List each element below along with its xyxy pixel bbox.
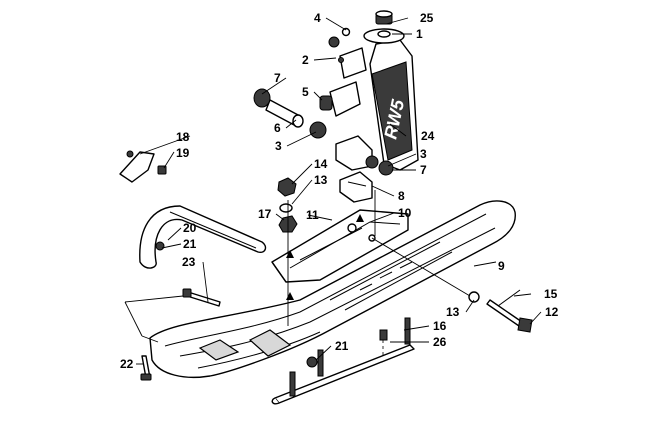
callout-18: 18: [176, 130, 190, 144]
leader-lines: [124, 17, 542, 365]
callout-17: 17: [258, 207, 272, 221]
callout-19: 19: [176, 146, 190, 160]
callout-14: 14: [314, 157, 328, 171]
callout-2: 2: [302, 53, 309, 67]
callout-4: 4: [314, 11, 321, 25]
callout-9: 9: [498, 259, 505, 273]
wear-bar-part: [271, 344, 415, 405]
callout-7-left: 7: [274, 71, 281, 85]
small-hardware: [319, 27, 351, 111]
callout-26: 26: [433, 335, 447, 349]
callout-1: 1: [416, 27, 423, 41]
callout-15: 15: [544, 287, 558, 301]
callout-23: 23: [182, 255, 196, 269]
callout-10: 10: [398, 206, 412, 220]
bolts: [140, 288, 533, 381]
spindle-cap-part: [363, 28, 405, 44]
callout-8: 8: [398, 189, 405, 203]
callout-22: 22: [120, 357, 134, 371]
callout-16: 16: [433, 319, 447, 333]
callout-11: 11: [306, 208, 319, 222]
fasteners-left: [277, 177, 298, 233]
bracket-part: [119, 150, 167, 183]
ski-part: [149, 200, 516, 379]
callout-5: 5: [302, 85, 309, 99]
grease-plug-part: [375, 10, 393, 25]
spindle-part: RW5: [329, 39, 419, 171]
callout-21-top: 21: [183, 237, 197, 251]
bushing-block-part: [339, 171, 373, 203]
ski-saddle-part: [271, 209, 409, 283]
bushing-and-spacers: [253, 88, 394, 176]
callout-7-right: 7: [420, 163, 427, 177]
callout-3-right: 3: [420, 147, 427, 161]
callout-13-top: 13: [314, 173, 328, 187]
callout-20: 20: [183, 221, 197, 235]
callout-21-bottom: 21: [335, 339, 349, 353]
callout-3-left: 3: [275, 139, 282, 153]
wear-bar-studs: [289, 317, 411, 397]
callout-25: 25: [420, 11, 434, 25]
callout-24: 24: [421, 129, 435, 143]
callout-labels: 1 2 3 3 4 5 6 7 7 8 9 10 11 12 13 13 14 …: [120, 11, 559, 371]
callout-13-bottom: 13: [446, 305, 460, 319]
callout-12: 12: [545, 305, 559, 319]
assembly-lines: [286, 190, 471, 326]
callout-6: 6: [274, 121, 281, 135]
ski-loop-part: [139, 205, 267, 269]
